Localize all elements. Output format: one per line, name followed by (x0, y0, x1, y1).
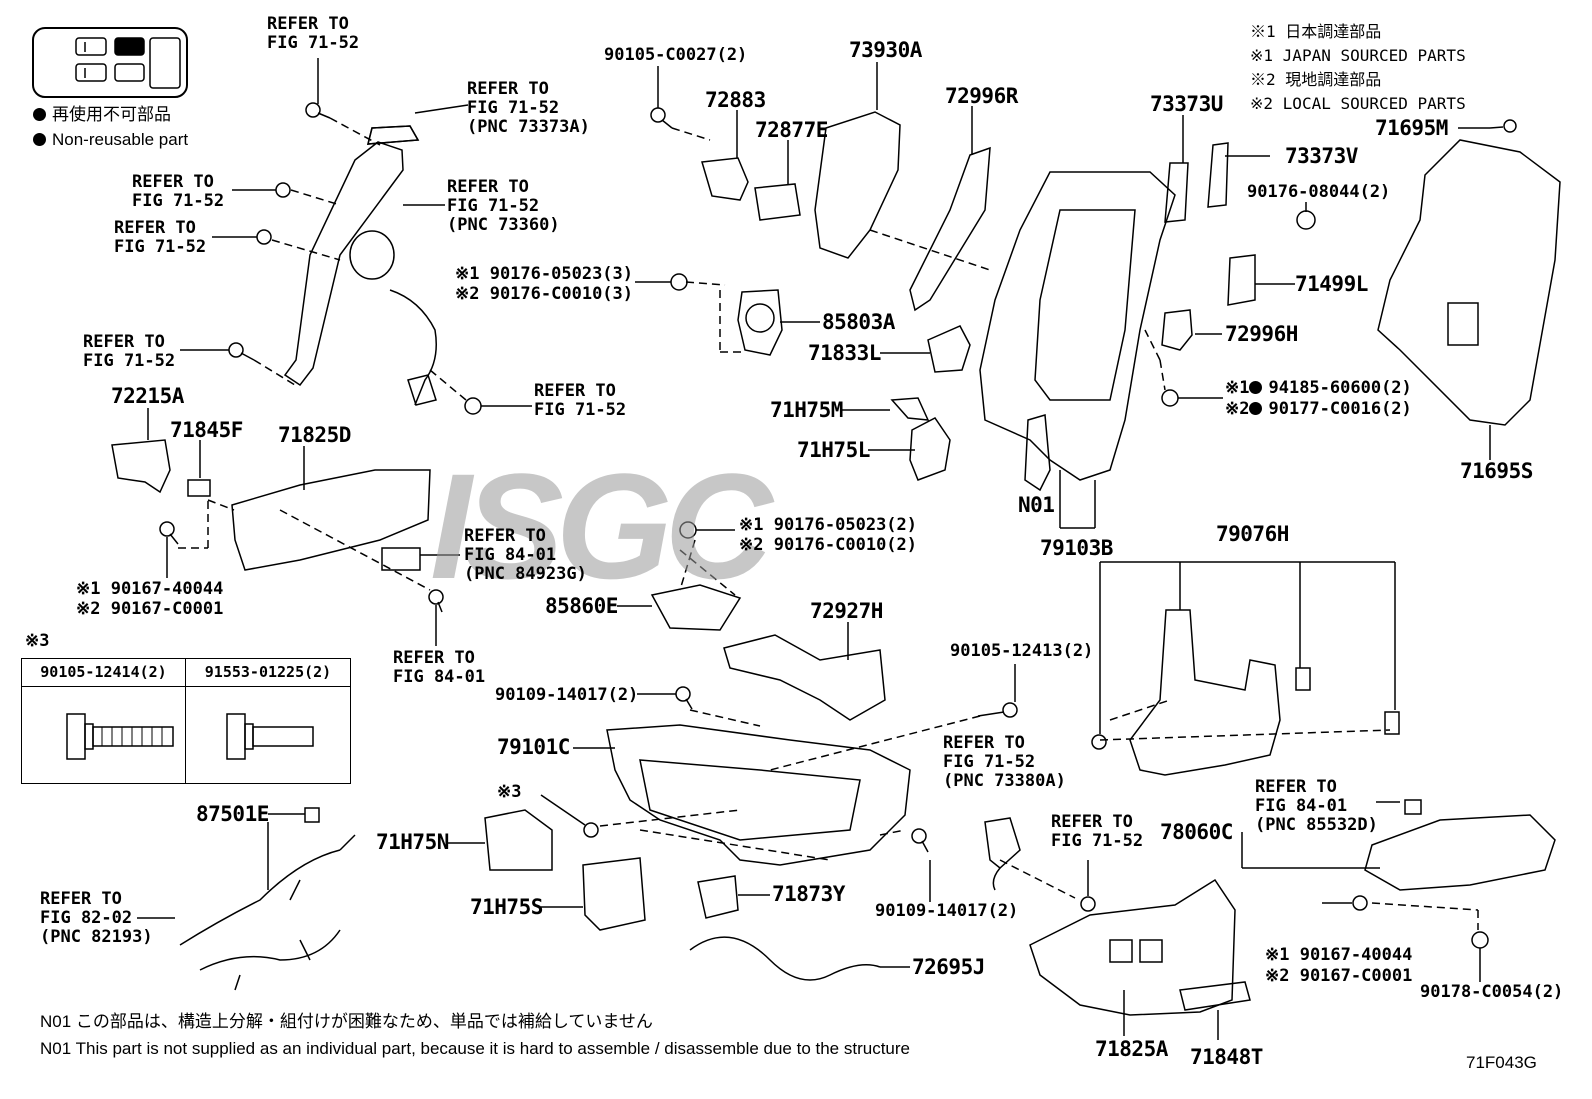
bolt-drawings (66, 713, 314, 760)
figure-code: 71F043G (1466, 1053, 1537, 1072)
legend-non-reusable-jp: 再使用不可部品 (33, 106, 171, 123)
part-label: 90176-08044(2) (1247, 182, 1391, 202)
part-label: 71873Y (772, 882, 845, 906)
bullet-icon (1249, 402, 1263, 415)
ref3-col1: 90105-12414(2) (22, 659, 185, 687)
ref3-col2: 91553-01225(2) (186, 659, 350, 687)
source-legend-4: ※2 LOCAL SOURCED PARTS (1250, 94, 1466, 113)
part-label: 79101C (497, 735, 570, 759)
dashed-guide-lines (178, 117, 1479, 930)
refer-label: REFER TO FIG 71-52 (PNC 73373A) (467, 79, 590, 137)
seat-belt-part (283, 125, 437, 406)
ref3-table: 90105-12414(2) 91553-01225(2) (21, 658, 351, 784)
part-label: 71825A (1095, 1037, 1168, 1061)
leader-lines (137, 58, 1491, 1040)
part-label: 71H75N (376, 830, 449, 854)
refer-label: REFER TO FIG 71-52 (1051, 812, 1144, 851)
bullet-icon (33, 108, 46, 121)
part-label: 72996H (1225, 322, 1298, 346)
part-label: 72927H (810, 599, 883, 623)
part-label: 90109-14017(2) (875, 901, 1019, 921)
part-label: 90109-14017(2) (495, 685, 639, 705)
legend-non-reusable-en: Non-reusable part (33, 131, 188, 148)
part-label: ※1 90167-40044 (1265, 945, 1413, 965)
refer-label: REFER TO FIG 71-52 (267, 14, 360, 53)
refer-label: REFER TO FIG 84-01 (PNC 84923G) (464, 526, 587, 584)
part-label: 78060C (1160, 820, 1233, 844)
ref3-marker: ※3 (25, 631, 50, 651)
part-number: 94185-60600(2) (1268, 378, 1412, 398)
part-label: ※2 90176-C0010(2) (739, 535, 918, 555)
part-label: 72877E (755, 118, 828, 142)
note-en: N01 This part is not supplied as an indi… (40, 1039, 910, 1058)
refer-label: REFER TO FIG 82-02 (PNC 82193) (40, 889, 153, 947)
refer-label: REFER TO FIG 84-01 (393, 648, 486, 687)
part-label: 71695M (1375, 116, 1448, 140)
legend-text-jp: 再使用不可部品 (52, 105, 171, 124)
part-label: ※2 90176-C0010(3) (455, 284, 634, 304)
part-label: 73373V (1285, 144, 1358, 168)
part-label: ※3 (497, 782, 522, 802)
refer-label: REFER TO FIG 71-52 (PNC 73380A) (943, 733, 1066, 791)
part-label: 71499L (1295, 272, 1368, 296)
part-label: 72215A (111, 384, 184, 408)
refer-label: REFER TO FIG 71-52 (83, 332, 176, 371)
source-mark: ※2 (1225, 399, 1250, 419)
part-label: 71845F (170, 418, 243, 442)
part-label: N01 (1018, 493, 1055, 517)
part-label: 79076H (1216, 522, 1289, 546)
part-label: 71848T (1190, 1045, 1263, 1069)
legend-text-en: Non-reusable part (52, 130, 189, 149)
bullet-icon (33, 133, 46, 146)
part-label: 90105-C0027(2) (604, 45, 748, 65)
part-label: 71833L (808, 341, 881, 365)
bullet-icon (1249, 381, 1263, 394)
part-label: 72996R (945, 84, 1018, 108)
part-label: ※2 90177-C0016(2) (1225, 400, 1412, 419)
part-label: 85860E (545, 594, 618, 618)
part-label: 90178-C0054(2) (1420, 982, 1564, 1002)
source-legend-1: ※1 日本調達部品 (1250, 22, 1382, 41)
part-label: 90105-12413(2) (950, 641, 1094, 661)
ref3-divider (185, 659, 186, 783)
source-mark: ※1 (1225, 378, 1250, 398)
part-label: ※1 90176-05023(2) (739, 515, 918, 535)
part-label: ※1 94185-60600(2) (1225, 379, 1412, 398)
part-number: 90177-C0016(2) (1268, 399, 1412, 419)
part-label: ※1 90167-40044 (76, 579, 224, 599)
part-label: ※2 90167-C0001 (1265, 966, 1413, 986)
source-legend-3: ※2 現地調達部品 (1250, 70, 1382, 89)
source-legend-2: ※1 JAPAN SOURCED PARTS (1250, 46, 1466, 65)
part-label: 71H75M (770, 398, 843, 422)
refer-label: REFER TO FIG 71-52 (PNC 73360) (447, 177, 560, 235)
part-label: 73930A (849, 38, 922, 62)
part-label: 72695J (912, 955, 985, 979)
watermark: ISGC (430, 442, 773, 610)
part-label: 72883 (705, 88, 766, 112)
part-label: 85803A (822, 310, 895, 334)
part-label: 71825D (278, 423, 351, 447)
part-label: ※2 90167-C0001 (76, 599, 224, 619)
refer-label: REFER TO FIG 71-52 (534, 381, 627, 420)
part-outlines (111, 111, 1561, 1016)
part-label: 71695S (1460, 459, 1533, 483)
part-label: 73373U (1150, 92, 1223, 116)
part-label: 79103B (1040, 536, 1113, 560)
part-label: 71H75L (797, 438, 870, 462)
seat-position-icon (32, 27, 188, 98)
part-label: 71H75S (470, 895, 543, 919)
refer-label: REFER TO FIG 84-01 (PNC 85532D) (1255, 777, 1378, 835)
part-label: 87501E (196, 802, 269, 826)
refer-label: REFER TO FIG 71-52 (114, 218, 207, 257)
note-jp: N01 この部品は、構造上分解・組付けが困難なため、単品では補給していません (40, 1012, 653, 1031)
refer-label: REFER TO FIG 71-52 (132, 172, 225, 211)
part-label: ※1 90176-05023(3) (455, 264, 634, 284)
